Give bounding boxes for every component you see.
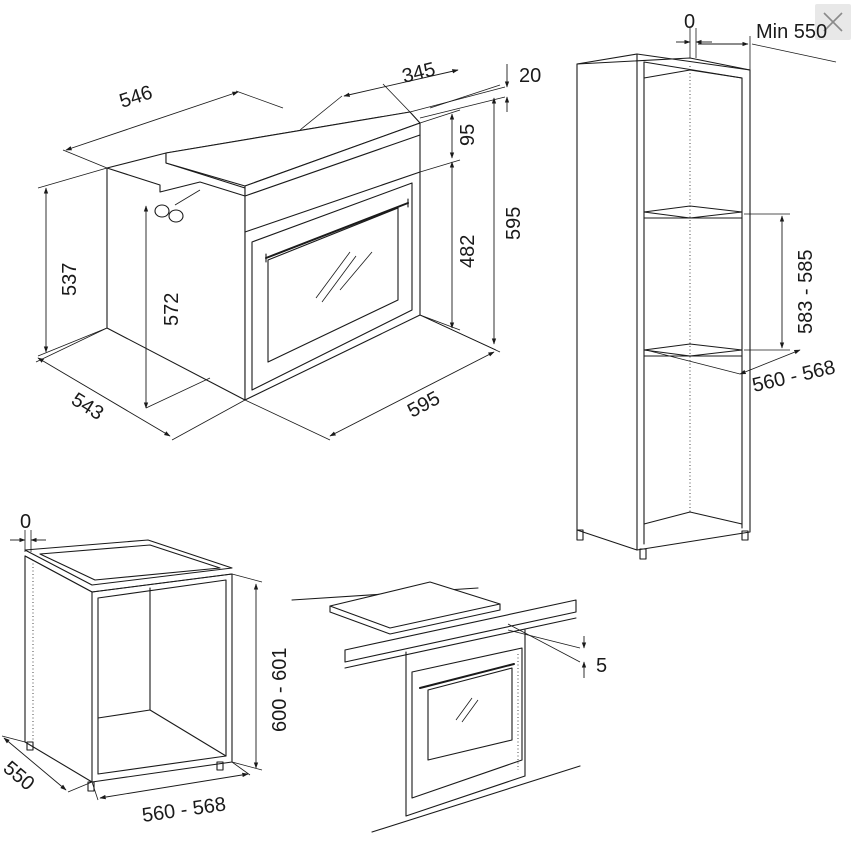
tall-unit-labels: 0 Min 550 583 - 585 560 - 568	[684, 11, 837, 397]
base-unit-labels: 0 600 - 601 550 560 - 568	[0, 511, 291, 827]
under-hob-labels: 5	[596, 655, 607, 677]
base-unit-width-label: 560 - 568	[141, 793, 228, 827]
tall-unit-min-depth-label: Min 550	[756, 21, 827, 43]
oven-inner-height-label: 572	[161, 293, 183, 326]
base-unit-dimensions	[1, 530, 263, 801]
base-unit-depth-label: 550	[0, 757, 38, 795]
oven-depth-label: 543	[67, 389, 107, 425]
oven-drawing	[106, 111, 421, 401]
base-unit-height-label: 600 - 601	[269, 647, 291, 732]
under-hob-dimensions	[507, 623, 587, 678]
oven-front-width-label: 595	[404, 387, 444, 422]
base-unit-drawing	[24, 539, 233, 792]
oven-gap-top-label: 20	[519, 65, 541, 87]
oven-door-height-label: 482	[457, 235, 479, 268]
oven-width-top-label: 546	[117, 82, 156, 113]
close-icon	[823, 12, 843, 32]
under-hob-drawing	[291, 581, 581, 833]
tall-unit-drawing	[576, 53, 751, 560]
oven-dimensions	[35, 64, 510, 441]
tall-unit-dimensions	[645, 28, 837, 375]
oven-control-depth-label: 345	[400, 58, 438, 87]
tall-unit-niche-width-label: 560 - 568	[750, 356, 837, 396]
oven-panel-height-label: 95	[457, 124, 479, 146]
oven-total-height-label: 595	[503, 207, 525, 240]
under-hob-gap-label: 5	[596, 655, 607, 677]
base-unit-gap-label: 0	[20, 511, 31, 533]
tall-unit-gap-label: 0	[684, 11, 695, 33]
oven-body-height-label: 537	[59, 263, 81, 296]
close-button[interactable]	[815, 4, 851, 40]
tall-unit-niche-height-label: 583 - 585	[795, 249, 817, 334]
